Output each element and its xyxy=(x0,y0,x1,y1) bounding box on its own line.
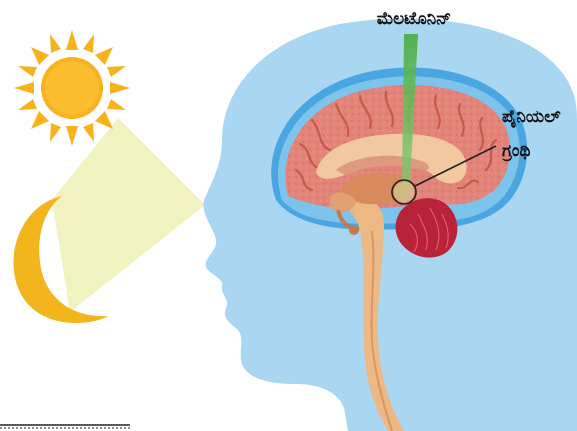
pituitary-gland xyxy=(349,225,359,235)
pineal-label-line1: ಪೈನಿಯಲ್ xyxy=(502,107,561,129)
melatonin-label: ಮೆಲಟೊನಿನ್ xyxy=(377,9,451,29)
light-beam xyxy=(52,118,205,312)
pineal-gland xyxy=(394,182,414,202)
sun-icon xyxy=(14,30,130,146)
pineal-label-line2: ಗ್ರಂಥಿ xyxy=(501,141,530,162)
